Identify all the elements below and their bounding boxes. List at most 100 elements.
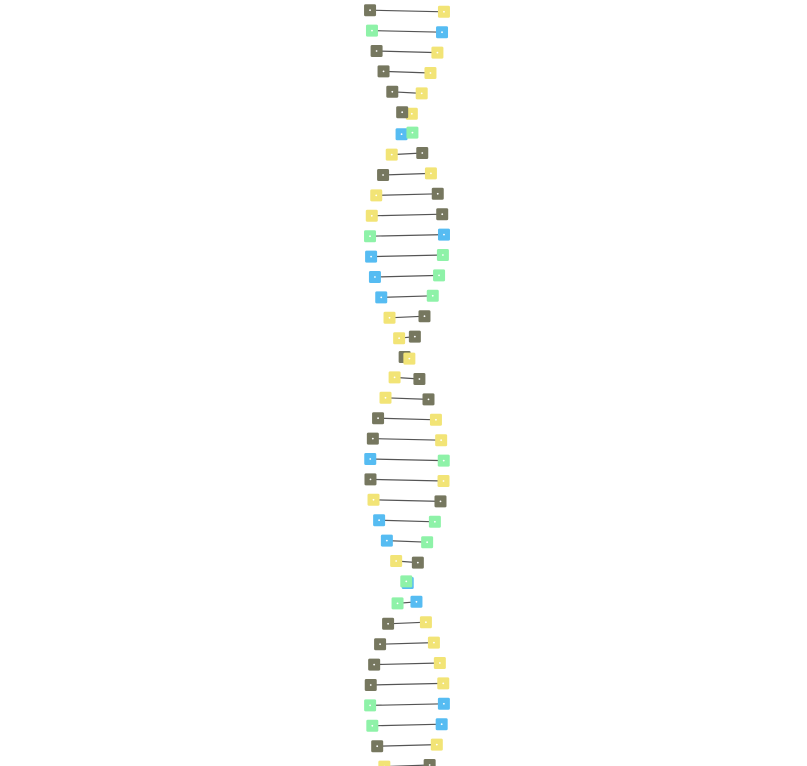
- nucleotide-left: [408, 330, 421, 343]
- hydrogen-bond-line: [386, 540, 428, 543]
- hydrogen-bond-line: [372, 438, 442, 441]
- nucleotide-right: [378, 760, 391, 766]
- base-pair: [368, 269, 446, 283]
- nucleotide-right: [428, 515, 441, 528]
- base-pair: [364, 4, 450, 18]
- hydrogen-bond-line: [379, 519, 435, 523]
- base-pair: [370, 45, 444, 59]
- nucleotide-left: [416, 147, 429, 159]
- nucleotide-left: [373, 514, 386, 527]
- nucleotide-right: [364, 699, 377, 712]
- hydrogen-bond-line: [370, 9, 444, 13]
- base-pair: [370, 187, 444, 202]
- hydrogen-bond-line: [377, 744, 437, 747]
- base-pair: [377, 65, 437, 79]
- base-pair: [365, 208, 449, 222]
- hydrogen-bond-line: [383, 70, 431, 74]
- nucleotide-left: [435, 718, 448, 731]
- nucleotide-right: [383, 311, 396, 324]
- nucleotide-left: [396, 106, 409, 119]
- hydrogen-bond-line: [370, 458, 444, 462]
- nucleotide-right: [365, 250, 378, 263]
- nucleotide-left: [418, 310, 431, 323]
- nucleotide-right: [375, 291, 388, 304]
- nucleotide-left: [419, 616, 432, 629]
- nucleotide-left: [364, 4, 377, 17]
- nucleotide-right: [437, 475, 450, 487]
- base-pair: [390, 555, 424, 569]
- nucleotide-right: [395, 128, 408, 141]
- nucleotide-right: [368, 271, 381, 283]
- base-pair: [378, 759, 436, 766]
- hydrogen-bond-line: [381, 295, 433, 298]
- base-pair: [398, 351, 416, 365]
- nucleotide-left: [410, 595, 423, 608]
- nucleotide-right: [364, 679, 377, 691]
- base-pair: [383, 310, 431, 324]
- base-pair: [382, 616, 432, 630]
- nucleotide-right: [405, 107, 418, 120]
- base-pair: [380, 534, 434, 549]
- nucleotide-left: [437, 677, 450, 690]
- nucleotide-left: [436, 208, 449, 221]
- nucleotide-right: [437, 454, 450, 467]
- nucleotide-right: [434, 495, 447, 508]
- nucleotide-left: [426, 289, 439, 302]
- nucleotide-left: [424, 167, 437, 180]
- nucleotide-right: [382, 617, 395, 630]
- nucleotide-right: [413, 373, 426, 385]
- nucleotide-left: [437, 228, 450, 241]
- nucleotide-right: [403, 352, 416, 365]
- nucleotide-left: [433, 657, 446, 669]
- hydrogen-bond-line: [370, 478, 444, 482]
- nucleotide-left: [365, 24, 378, 37]
- base-pair: [364, 473, 450, 487]
- hydrogen-bond-line: [370, 234, 444, 237]
- nucleotide-right: [364, 230, 377, 243]
- base-pair: [365, 24, 449, 39]
- nucleotide-left: [431, 187, 444, 200]
- nucleotide-right: [365, 209, 378, 222]
- nucleotide-right: [429, 413, 442, 426]
- base-pair: [364, 677, 450, 691]
- nucleotide-left: [388, 371, 401, 384]
- hydrogen-bond-line: [374, 274, 440, 278]
- base-pair: [366, 718, 448, 732]
- nucleotide-left: [364, 453, 377, 465]
- nucleotide-left: [430, 738, 443, 751]
- nucleotide-left: [433, 269, 446, 282]
- nucleotide-left: [364, 473, 377, 486]
- base-pair: [375, 289, 439, 304]
- base-pair: [367, 493, 447, 508]
- nucleotide-right: [393, 332, 406, 345]
- base-pair: [386, 85, 428, 100]
- base-pair: [373, 514, 441, 528]
- base-pair: [374, 636, 440, 651]
- hydrogen-bond-line: [371, 213, 443, 217]
- base-pair: [368, 657, 446, 671]
- nucleotide-right: [422, 393, 435, 406]
- base-pair: [385, 147, 429, 161]
- base-pair: [395, 126, 419, 141]
- base-pair: [364, 228, 450, 243]
- nucleotide-right: [421, 536, 434, 549]
- hydrogen-bond-line: [371, 30, 443, 33]
- hydrogen-bond-line: [388, 621, 426, 625]
- hydrogen-bond-line: [376, 193, 438, 196]
- nucleotide-left: [427, 636, 440, 649]
- hydrogen-bond-line: [372, 723, 442, 727]
- base-pair: [364, 697, 450, 712]
- hydrogen-bond-line: [380, 642, 434, 645]
- nucleotide-left: [379, 391, 392, 404]
- nucleotide-right: [385, 148, 398, 161]
- nucleotide-left: [386, 85, 399, 98]
- base-pair: [400, 575, 414, 589]
- hydrogen-bond-line: [385, 397, 429, 400]
- hydrogen-bond-line: [370, 682, 444, 686]
- nucleotide-left: [372, 412, 385, 425]
- hydrogen-bond-line: [373, 499, 441, 502]
- base-pair: [391, 595, 423, 610]
- base-pair: [365, 249, 449, 263]
- nucleotide-right: [415, 87, 428, 100]
- nucleotide-left: [400, 575, 413, 588]
